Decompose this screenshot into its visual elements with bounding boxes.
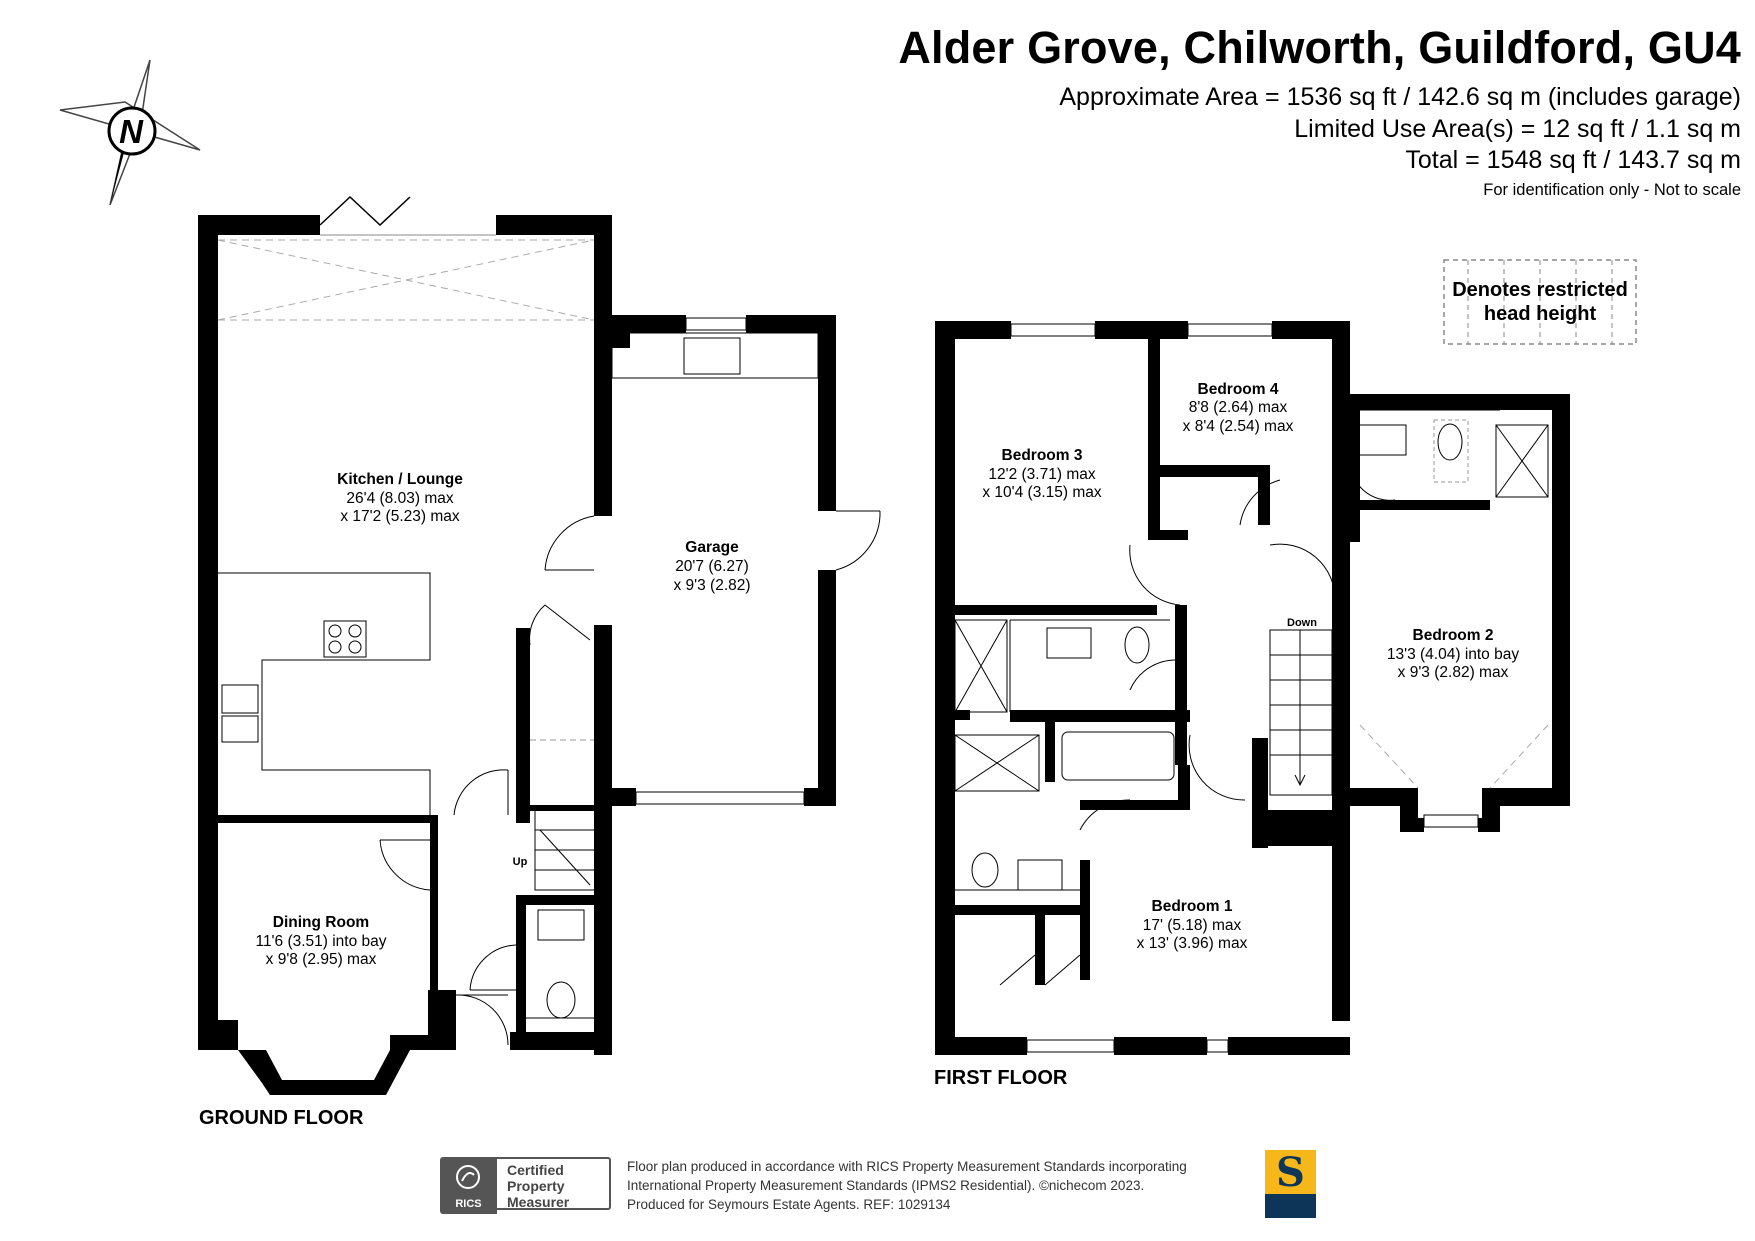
compass-icon: N	[59, 59, 201, 206]
bedroom3-name: Bedroom 3	[1002, 447, 1083, 464]
down-label: Down	[1287, 617, 1317, 629]
compass-letter: N	[119, 113, 144, 150]
restricted-height-legend: Denotes restricted head height	[1443, 259, 1637, 345]
footer-note: Floor plan produced in accordance with R…	[627, 1157, 1187, 1214]
footer-line1: Floor plan produced in accordance with R…	[627, 1159, 1187, 1174]
legend-line1: Denotes restricted	[1452, 279, 1628, 301]
rics-certified-badge: RICS Certified Property Measurer	[440, 1157, 615, 1214]
bedroom4-dim1: 8'8 (2.64) max	[1189, 399, 1288, 416]
garage-dim1: 20'7 (6.27)	[675, 558, 749, 575]
garage-dim2: x 9'3 (2.82)	[673, 577, 750, 594]
dining-dim2: x 9'8 (2.95) max	[266, 951, 377, 968]
rics-logo-icon: RICS	[440, 1157, 497, 1214]
approximate-area: Approximate Area = 1536 sq ft / 142.6 sq…	[1059, 83, 1741, 111]
ground-floor-plan	[198, 215, 836, 1095]
bedroom1-dim2: x 13' (3.96) max	[1137, 935, 1248, 952]
footer-line2: International Property Measurement Stand…	[627, 1178, 1145, 1193]
logo-letter: S	[1265, 1150, 1316, 1196]
rics-line2: Property	[507, 1178, 565, 1194]
bedroom1-dim1: 17' (5.18) max	[1143, 917, 1242, 934]
kitchen-dim1: 26'4 (8.03) max	[346, 490, 453, 507]
bedroom1-name: Bedroom 1	[1152, 898, 1233, 915]
bedroom3-dim1: 12'2 (3.71) max	[988, 466, 1095, 483]
bedroom2-dim2: x 9'3 (2.82) max	[1398, 664, 1509, 681]
identification-note: For identification only - Not to scale	[1483, 181, 1741, 199]
room-labels: Kitchen / Lounge 26'4 (8.03) max x 17'2 …	[199, 381, 1519, 1129]
garage-name: Garage	[685, 539, 739, 556]
seymours-logo: S	[1265, 1150, 1316, 1218]
kitchen-dim2: x 17'2 (5.23) max	[340, 508, 460, 525]
limited-use-area: Limited Use Area(s) = 12 sq ft / 1.1 sq …	[1294, 115, 1741, 143]
up-label: Up	[513, 856, 528, 868]
bedroom2-dim1: 13'3 (4.04) into bay	[1387, 646, 1519, 663]
dining-name: Dining Room	[273, 914, 369, 931]
first-floor-label: FIRST FLOOR	[934, 1067, 1068, 1089]
footer-line3: Produced for Seymours Estate Agents. REF…	[627, 1197, 951, 1212]
first-floor-fixtures	[954, 323, 1549, 1053]
ground-floor-fixtures	[217, 195, 881, 1046]
ground-floor-label: GROUND FLOOR	[199, 1107, 364, 1129]
rics-line1: Certified	[507, 1162, 564, 1178]
bedroom3-dim2: x 10'4 (3.15) max	[982, 484, 1102, 501]
rics-badge-text: RICS	[455, 1198, 482, 1210]
bedroom4-dim2: x 8'4 (2.54) max	[1183, 418, 1294, 435]
bedroom2-name: Bedroom 2	[1413, 627, 1494, 644]
bedroom4-name: Bedroom 4	[1198, 381, 1279, 398]
total-area: Total = 1548 sq ft / 143.7 sq m	[1405, 146, 1741, 174]
property-title: Alder Grove, Chilworth, Guildford, GU4	[898, 22, 1741, 73]
first-floor-plan	[935, 321, 1570, 1055]
legend-line2: head height	[1484, 303, 1597, 325]
dining-dim1: 11'6 (3.51) into bay	[255, 933, 386, 950]
rics-line3: Measurer	[507, 1194, 570, 1210]
kitchen-name: Kitchen / Lounge	[337, 471, 463, 488]
